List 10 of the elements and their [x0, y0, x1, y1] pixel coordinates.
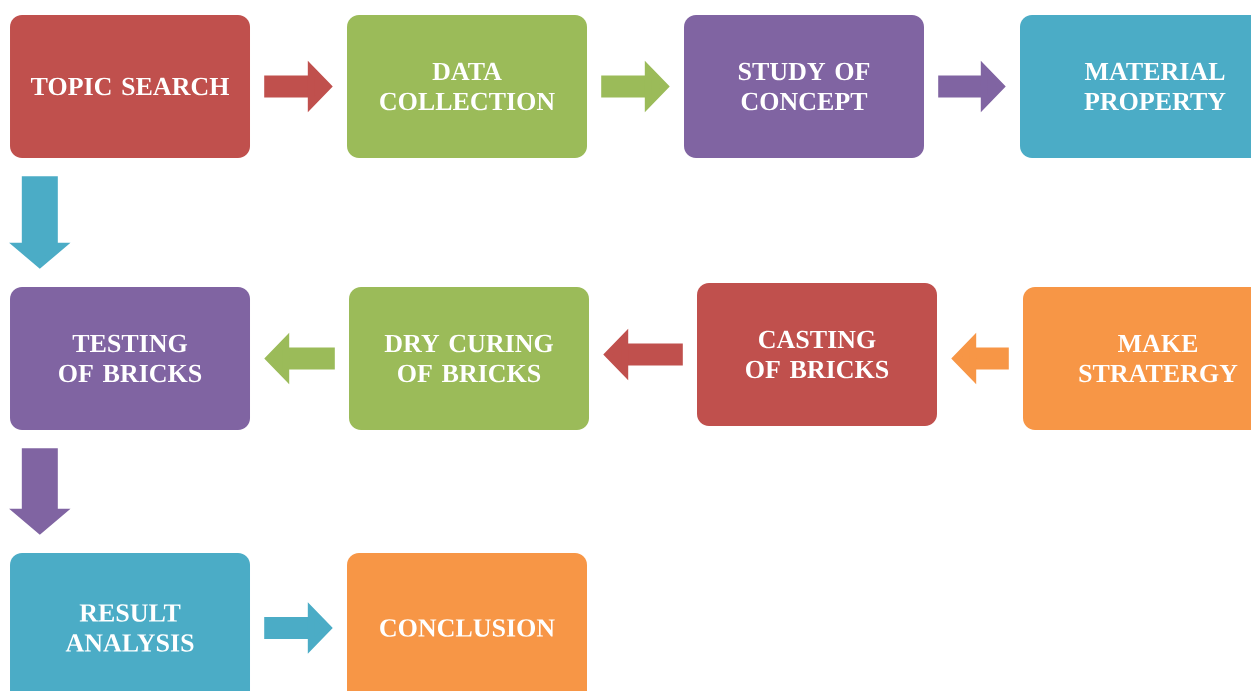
process-box: CASTING OF BRICKS — [697, 283, 937, 426]
process-box: DRY CURING OF BRICKS — [349, 287, 589, 430]
process-box: MAKE STRATERGY — [1023, 287, 1251, 430]
process-box: CONCLUSION — [347, 553, 587, 691]
process-box: DATA COLLECTION — [347, 15, 587, 158]
process-box: TOPIC SEARCH — [10, 15, 250, 158]
process-box: STUDY OF CONCEPT — [684, 15, 924, 158]
process-box: TESTING OF BRICKS — [10, 287, 250, 430]
process-box: MATERIAL PROPERTY — [1020, 15, 1251, 158]
process-box: RESULT ANALYSIS — [10, 553, 250, 691]
